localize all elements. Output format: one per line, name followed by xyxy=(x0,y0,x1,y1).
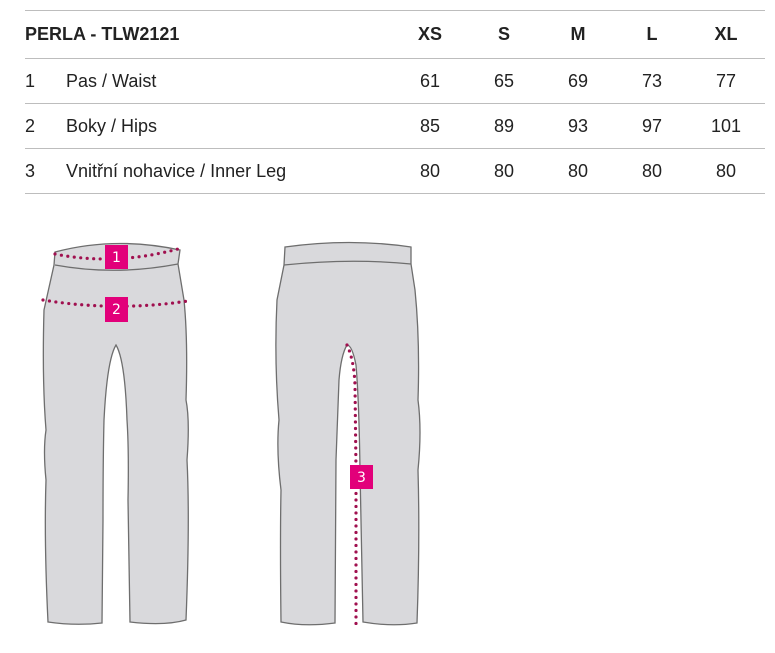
size-table: PERLA - TLW2121 XS S M L XL 1 Pas / Wais… xyxy=(25,10,765,194)
cell-value: 101 xyxy=(710,116,742,136)
cell-value: 80 xyxy=(419,161,441,181)
cell-value: 93 xyxy=(567,116,589,136)
table-row: 2 Boky / Hips 85 89 93 97 101 xyxy=(25,103,765,148)
table-row: 1 Pas / Waist 61 65 69 73 77 xyxy=(25,58,765,103)
size-header: L xyxy=(646,24,658,44)
svg-text:3: 3 xyxy=(357,470,366,486)
product-title: PERLA - TLW2121 xyxy=(25,24,180,44)
row-label: Pas / Waist xyxy=(66,71,157,91)
pants-front-illustration xyxy=(42,242,189,625)
table-row: 3 Vnitřní nohavice / Inner Leg 80 80 80 … xyxy=(25,148,765,194)
row-number: 3 xyxy=(25,161,36,181)
pants-back-illustration xyxy=(275,241,421,626)
size-header: M xyxy=(570,24,586,44)
cell-value: 65 xyxy=(493,71,515,91)
svg-text:2: 2 xyxy=(112,302,121,318)
cell-value: 73 xyxy=(641,71,663,91)
cell-value: 69 xyxy=(567,71,589,91)
marker-1-badge: 1 xyxy=(105,245,128,269)
marker-2-badge: 2 xyxy=(105,297,128,322)
row-label: Boky / Hips xyxy=(66,116,158,136)
cell-value: 85 xyxy=(419,116,441,136)
size-header: XS xyxy=(417,24,442,44)
row-number: 2 xyxy=(25,116,36,136)
table-header-row: PERLA - TLW2121 XS S M L XL xyxy=(25,10,765,58)
row-number: 1 xyxy=(25,71,36,91)
size-header: XL xyxy=(714,24,738,44)
marker-3-badge: 3 xyxy=(350,465,373,489)
waist-measure-line xyxy=(53,247,180,261)
row-label: Vnitřní nohavice / Inner Leg xyxy=(66,161,287,181)
cell-value: 80 xyxy=(715,161,737,181)
pants-diagram: 1 2 3 xyxy=(41,241,421,627)
cell-value: 89 xyxy=(493,116,515,136)
cell-value: 61 xyxy=(419,71,441,91)
cell-value: 80 xyxy=(493,161,515,181)
cell-value: 80 xyxy=(641,161,663,181)
cell-value: 77 xyxy=(715,71,737,91)
cell-value: 80 xyxy=(567,161,589,181)
svg-text:1: 1 xyxy=(112,250,121,266)
size-header: S xyxy=(497,24,510,44)
cell-value: 97 xyxy=(641,116,663,136)
